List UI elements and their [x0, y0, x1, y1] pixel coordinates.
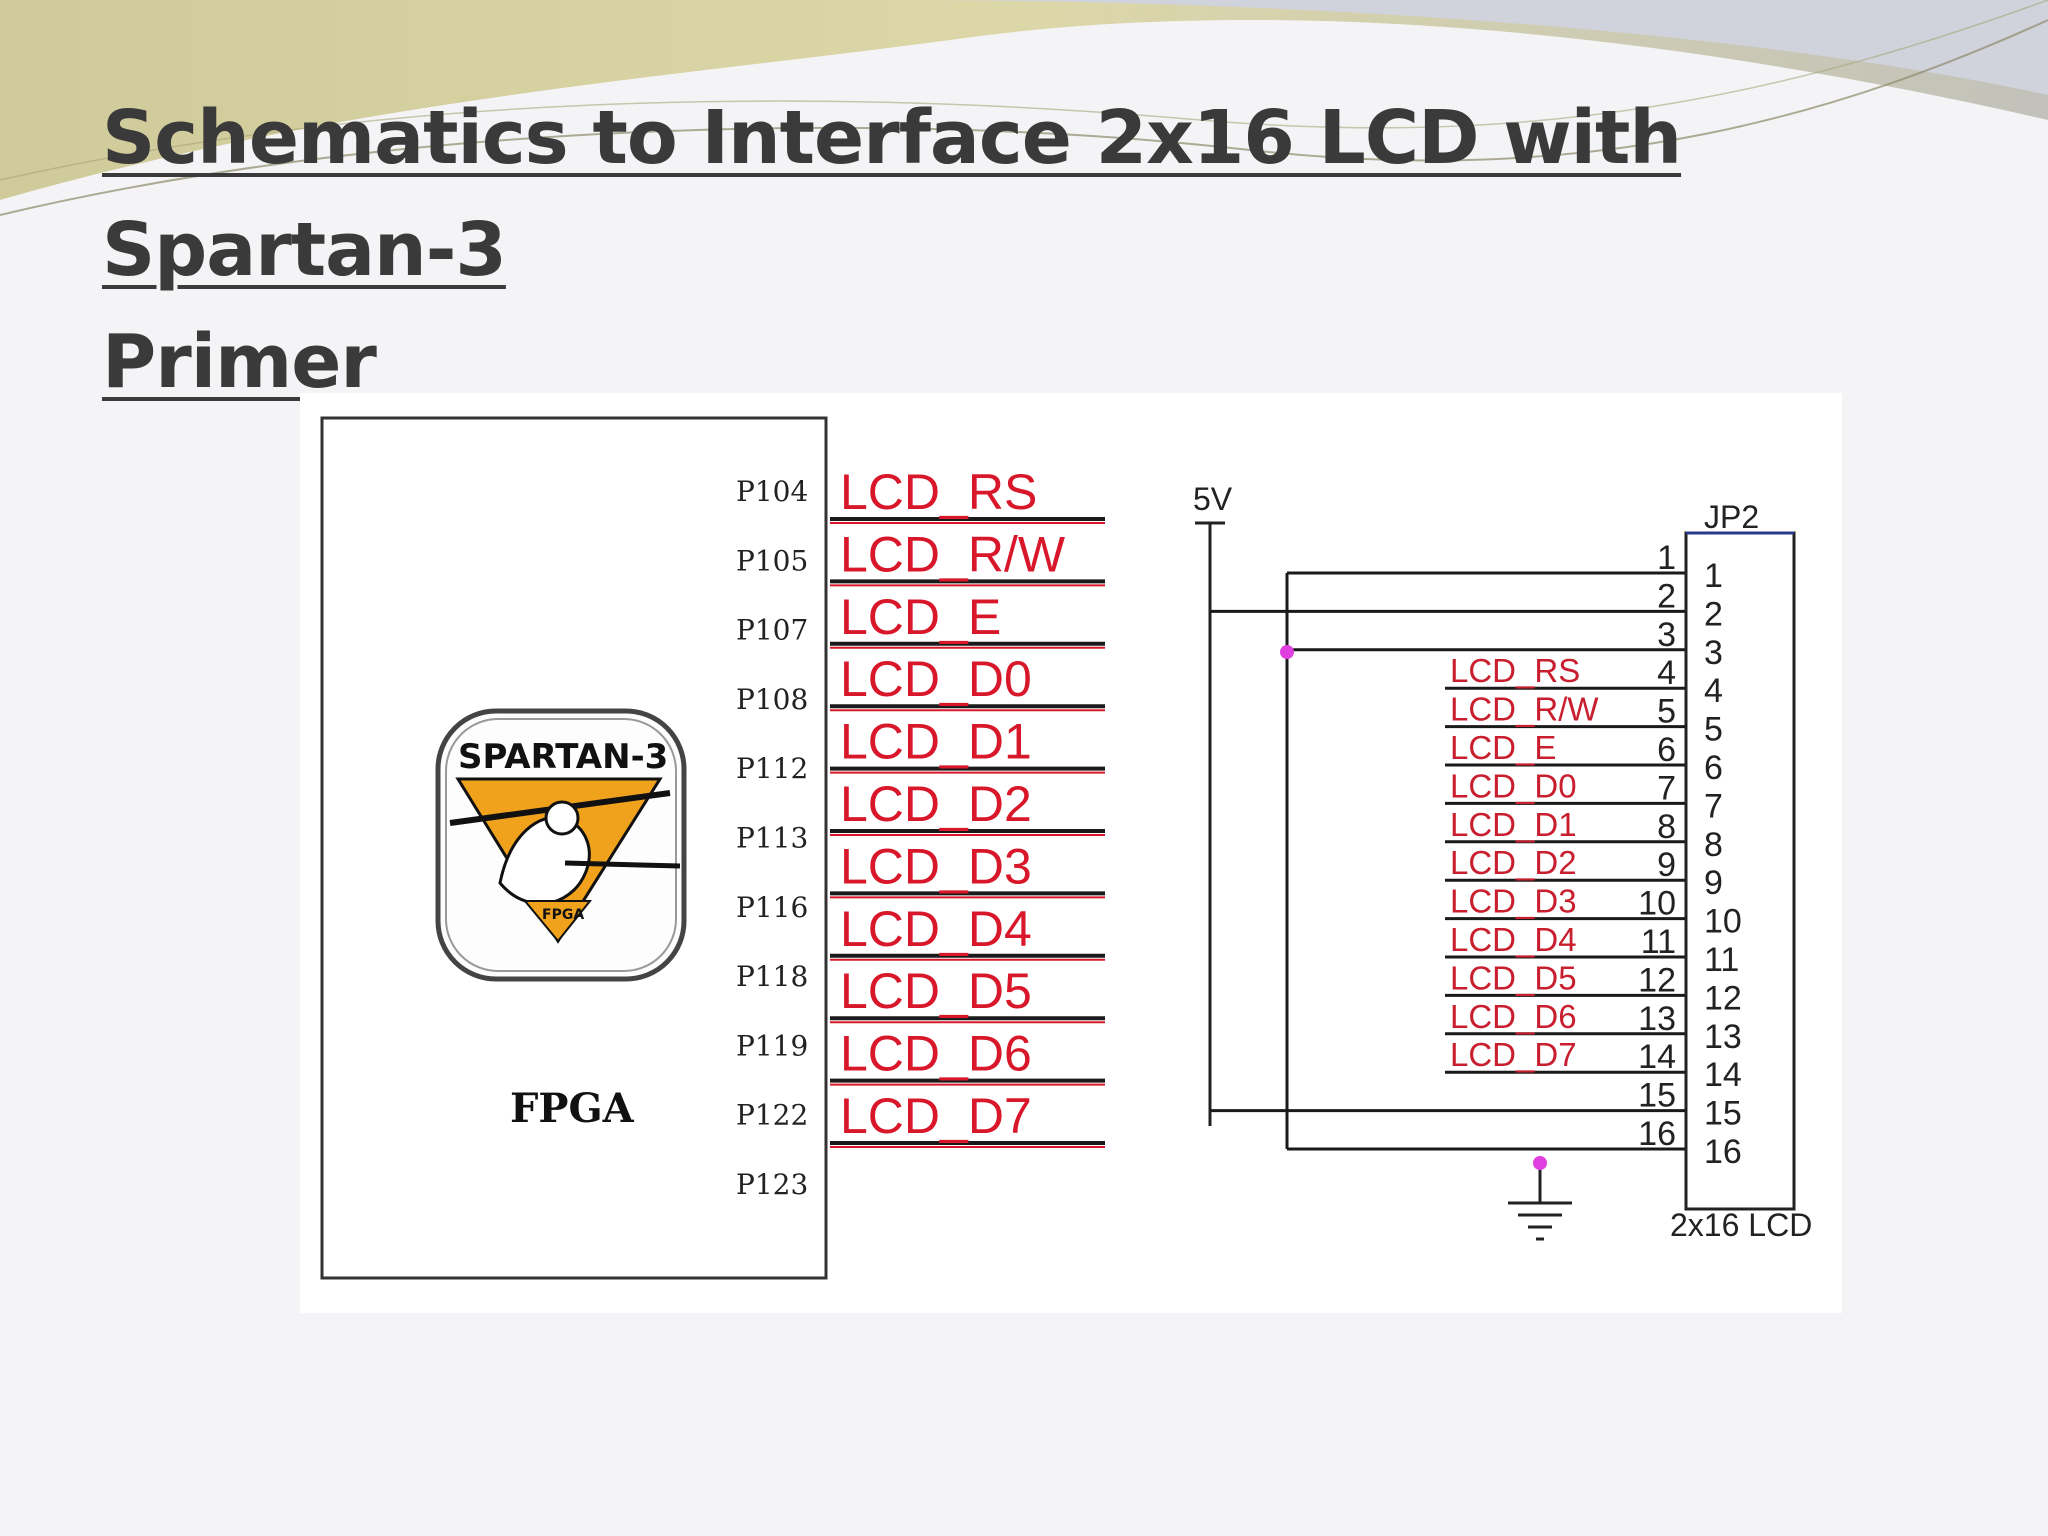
wire-pin-number: 9 [1657, 846, 1676, 884]
wire-pin-number: 3 [1657, 616, 1676, 654]
connector-pin-number: 4 [1704, 672, 1723, 710]
lcd-signal-label: LCD_E [1450, 729, 1556, 766]
wire-pin-number: 14 [1638, 1038, 1676, 1076]
connector-pin-number: 12 [1704, 979, 1742, 1017]
lcd-signal-label: LCD_D0 [1450, 767, 1577, 804]
connector-pin-number: 5 [1704, 711, 1723, 749]
signal-label: LCD_D1 [840, 714, 1032, 770]
fpga-pin-label: P116 [736, 891, 808, 924]
wire-pin-number: 7 [1657, 769, 1676, 807]
lcd-signal-label: LCD_D6 [1450, 998, 1577, 1035]
fpga-pin-label: P112 [736, 752, 808, 785]
fpga-pin-label: P108 [736, 683, 808, 716]
connector-pin-number: 3 [1704, 634, 1723, 672]
fpga-pin-label: P113 [736, 822, 808, 855]
fpga-pin-label: P119 [736, 1029, 808, 1062]
signal-label: LCD_D0 [840, 651, 1032, 707]
junction-dot-gnd [1533, 1156, 1547, 1170]
wire-pin-number: 5 [1657, 693, 1676, 731]
connector-pin-number: 2 [1704, 595, 1723, 633]
ground-symbol [1508, 1163, 1572, 1241]
connector-pin-number: 9 [1704, 864, 1723, 902]
wire-pin-number: 16 [1638, 1115, 1676, 1153]
connector-pin-number: 10 [1704, 903, 1742, 941]
wire-pin-number: 12 [1638, 961, 1676, 999]
lcd-signal-label: LCD_D7 [1450, 1036, 1577, 1073]
lcd-signal-label: LCD_D1 [1450, 806, 1577, 843]
wire-pin-number: 8 [1657, 808, 1676, 846]
connector-pin-number: 15 [1704, 1095, 1742, 1133]
connector-part: 2x16 LCD [1670, 1207, 1812, 1243]
lcd-signal-label: LCD_D4 [1450, 921, 1577, 958]
connector-pin-number: 16 [1704, 1133, 1742, 1171]
signal-label: LCD_D3 [840, 838, 1032, 894]
signal-label: LCD_D5 [840, 963, 1032, 1019]
fpga-label: FPGA [510, 1085, 635, 1132]
fpga-pin-labels: P104P105P107P108P112P113P116P118P119P122… [736, 475, 808, 1201]
fpga-pin-label: P123 [736, 1168, 808, 1201]
signal-label: LCD_D7 [840, 1088, 1032, 1144]
slide-title-line2: Primer [102, 319, 377, 405]
signal-label: LCD_D4 [840, 901, 1032, 957]
fpga-pin-label: P122 [736, 1099, 808, 1132]
connector-wires [1210, 571, 1686, 1151]
wire-pin-number: 2 [1657, 577, 1676, 615]
connector-name: JP2 [1704, 499, 1759, 535]
lcd-signal-labels: LCD_RSLCD_R/WLCD_ELCD_D0LCD_D1LCD_D2LCD_… [1450, 652, 1599, 1073]
wire-pin-number: 10 [1638, 885, 1676, 923]
lcd-signal-label: LCD_RS [1450, 652, 1580, 689]
logo-subtext: FPGA [542, 907, 584, 923]
lcd-signal-label: LCD_R/W [1450, 691, 1599, 728]
connector-pin-number: 13 [1704, 1018, 1742, 1056]
wire-pin-number: 4 [1657, 654, 1676, 692]
wire-pin-number: 1 [1657, 539, 1676, 577]
signal-label: LCD_R/W [840, 526, 1066, 582]
connector-pin-number: 8 [1704, 826, 1723, 864]
junction-dot-pin3 [1280, 645, 1294, 659]
wire-pin-number: 13 [1638, 1000, 1676, 1038]
wire-pin-number: 11 [1641, 923, 1676, 961]
signal-labels: LCD_RS LCD_R/W LCD_E LCD_D0LCD_D1LCD_D2LCD_… [840, 464, 1066, 1144]
signal-label: LCD_RS [840, 464, 1037, 520]
signal-wires [830, 517, 1105, 1148]
connector-pin-number: 7 [1704, 787, 1723, 825]
fpga-pin-label: P105 [736, 544, 808, 577]
spartan-warrior-logo: SPARTAN-3 FPGA [435, 708, 687, 982]
fpga-pin-label: P107 [736, 614, 808, 647]
signal-label: LCD_D6 [840, 1026, 1032, 1082]
wire-pin-number: 6 [1657, 731, 1676, 769]
signal-label: LCD_E [840, 589, 1001, 645]
slide-title: Schematics to Interface 2x16 LCD with Sp… [102, 82, 2002, 418]
fpga-pin-label: P104 [736, 475, 808, 508]
power-label: 5V [1193, 481, 1233, 517]
lcd-signal-label: LCD_D2 [1450, 844, 1577, 881]
connector-pin-number: 1 [1704, 557, 1723, 595]
signal-label: LCD_D2 [840, 776, 1032, 832]
power-symbol: 5V [1193, 481, 1233, 1126]
logo-text: SPARTAN-3 [458, 737, 668, 777]
connector-pin-number: 14 [1704, 1056, 1742, 1094]
fpga-pin-label: P118 [736, 960, 808, 993]
slide-title-line1: Schematics to Interface 2x16 LCD with Sp… [102, 95, 1682, 293]
wire-pin-number: 15 [1638, 1077, 1676, 1115]
lcd-signal-label: LCD_D3 [1450, 883, 1577, 920]
lcd-signal-label: LCD_D5 [1450, 959, 1577, 996]
connector-pin-number: 6 [1704, 749, 1723, 787]
lcd-connector: JP2 2x16 LCD [1670, 499, 1812, 1243]
connector-pin-number: 11 [1704, 941, 1739, 979]
